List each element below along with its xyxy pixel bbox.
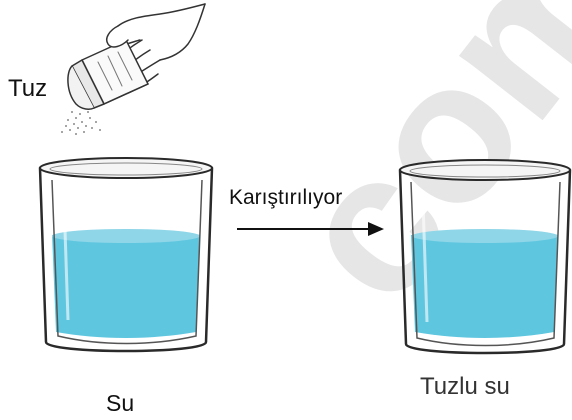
salt-water-label: Tuzlu su — [420, 373, 510, 400]
beaker-water — [38, 157, 214, 353]
salt-particles — [61, 111, 101, 135]
process-label: Karıştırılıyor — [229, 186, 343, 209]
salt-label: Tuz — [8, 75, 48, 102]
right-arrow-icon — [237, 222, 384, 236]
beaker-salt-water — [398, 159, 572, 355]
salt-shaker-in-hand-icon — [67, 3, 206, 110]
water-label: Su — [106, 390, 135, 416]
